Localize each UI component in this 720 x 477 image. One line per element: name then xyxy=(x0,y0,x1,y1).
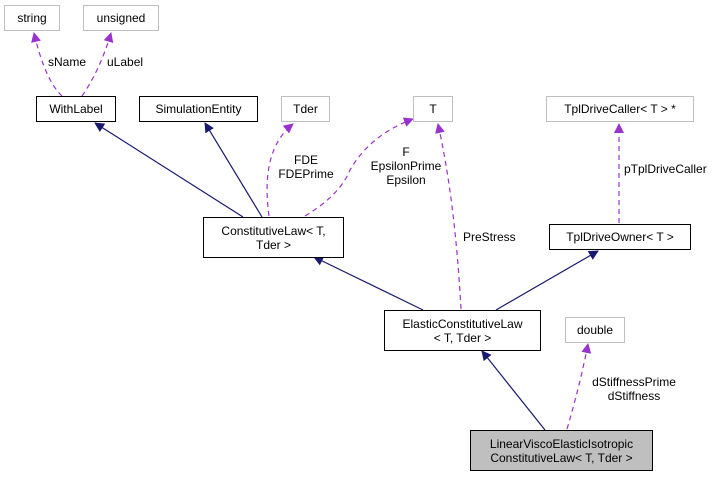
node-label-line1: ElasticConstitutiveLaw xyxy=(402,316,523,331)
edge-label-t-members: F EpsilonPrime Epsilon xyxy=(364,145,448,187)
edge-elastic-constlaw xyxy=(313,256,424,311)
edge-label-sname: sName xyxy=(48,55,87,69)
node-constitutivelaw[interactable]: ConstitutiveLaw< T,Tder > xyxy=(203,217,344,258)
node-label: Tder xyxy=(293,102,318,116)
node-label: double xyxy=(576,323,614,337)
edge-constlaw-t xyxy=(304,117,414,217)
node-string[interactable]: string xyxy=(4,5,60,31)
node-label: SimulationEntity xyxy=(155,102,242,116)
edge-elastic-t xyxy=(435,123,462,310)
node-unsigned[interactable]: unsigned xyxy=(83,5,159,31)
node-label: TplDriveOwner< T > xyxy=(566,230,674,244)
node-label-line2: < T, Tder > xyxy=(433,330,492,345)
edge-label-double-members: dStiffnessPrime dStiffness xyxy=(586,375,682,403)
node-tder[interactable]: Tder xyxy=(281,96,330,122)
node-double[interactable]: double xyxy=(565,317,625,343)
node-label-line1: LinearViscoElasticIsotropic xyxy=(489,436,634,451)
node-tpldrivecaller[interactable]: TplDriveCaller< T > * xyxy=(546,96,694,122)
node-label: string xyxy=(17,11,47,25)
node-tpldriveowner[interactable]: TplDriveOwner< T > xyxy=(549,224,691,250)
edge-constlaw-withlabel xyxy=(94,122,244,218)
edge-label-f: F xyxy=(402,145,410,159)
edge-label-epsilonprime: EpsilonPrime xyxy=(370,159,442,173)
edge-linear-elastic xyxy=(481,350,546,431)
node-t[interactable]: T xyxy=(413,96,453,122)
edge-label-ulabel: uLabel xyxy=(107,55,144,69)
node-elasticconstitutivelaw[interactable]: ElasticConstitutiveLaw< T, Tder > xyxy=(384,310,541,351)
node-label: WithLabel xyxy=(49,102,103,116)
node-label: TplDriveCaller< T > * xyxy=(564,102,676,116)
node-label-line2: Tder > xyxy=(255,237,291,252)
node-label: T xyxy=(429,102,437,116)
node-label-line2: ConstitutiveLaw< T, Tder > xyxy=(490,450,633,465)
edge-constlaw-tder xyxy=(266,123,294,217)
edge-label-fde: FDE xyxy=(294,153,318,167)
edge-constlaw-simentity xyxy=(204,122,263,218)
node-simulationentity[interactable]: SimulationEntity xyxy=(139,96,258,122)
edge-elastic-tpldriveowner xyxy=(495,250,599,311)
edge-label-fdeprime: FDEPrime xyxy=(278,167,334,181)
node-label: unsigned xyxy=(96,11,146,25)
edge-label-epsilon: Epsilon xyxy=(386,173,426,187)
edge-label-dstiffnessprime: dStiffnessPrime xyxy=(592,375,676,389)
edge-label-prestress: PreStress xyxy=(463,230,516,244)
node-withlabel[interactable]: WithLabel xyxy=(36,96,116,122)
edge-label-dstiffness: dStiffness xyxy=(607,389,661,403)
edge-label-tder-members: FDE FDEPrime xyxy=(274,153,338,181)
edge-linear-double xyxy=(566,343,592,430)
edge-label-ptpldrivecaller: pTplDriveCaller xyxy=(624,162,707,176)
edge-withlabel-string xyxy=(31,32,63,97)
node-label-line1: ConstitutiveLaw< T, xyxy=(221,223,326,238)
